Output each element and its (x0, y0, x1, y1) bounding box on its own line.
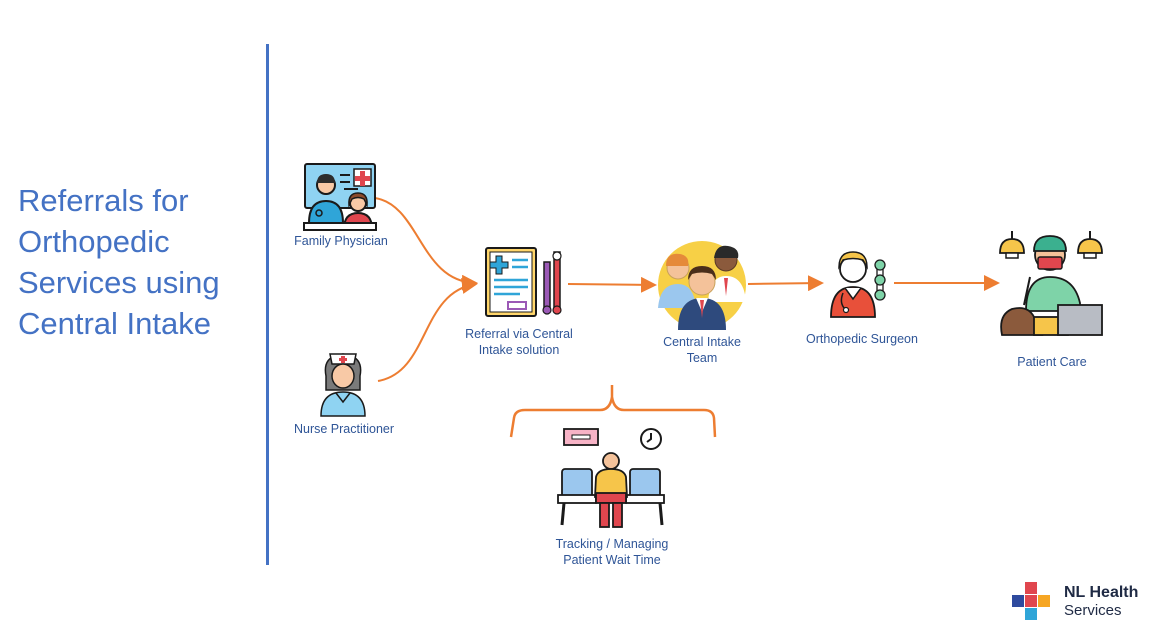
arrow-nurse-to-referral (377, 278, 478, 382)
nl-health-services-logo: NL Health Services (1008, 580, 1148, 624)
title-line-2: Orthopedic (18, 224, 170, 259)
tracking-label: Tracking / Managing Patient Wait Time (540, 536, 684, 568)
arrow-intake-to-surgeon (747, 275, 824, 292)
arrow-physician-to-referral (374, 197, 478, 291)
waiting-room-icon (557, 428, 665, 528)
logo-line-1: NL Health (1064, 584, 1139, 601)
arrow-referral-to-intake (567, 276, 657, 293)
page-title: Referrals for Orthopedic Services using … (18, 180, 258, 344)
central-intake-label-line-2: Team (686, 351, 718, 365)
logo-line-2: Services (1064, 602, 1122, 619)
title-line-1: Referrals for (18, 183, 189, 218)
divider-line (266, 44, 269, 565)
orthopedic-surgeon-icon (830, 251, 886, 318)
tracking-label-line-2: Patient Wait Time (563, 553, 661, 567)
patient-care-icon (999, 231, 1103, 336)
family-physician-icon (303, 163, 377, 231)
referral-document-icon (485, 247, 562, 317)
referral-label-line-2: Intake solution (478, 343, 560, 357)
referral-label: Referral via Central Intake solution (452, 326, 586, 358)
patient-care-label: Patient Care (1017, 355, 1087, 369)
tracking-brace (509, 385, 717, 438)
central-intake-label-line-1: Central Intake (663, 335, 741, 349)
central-intake-label: Central Intake Team (640, 334, 764, 366)
referral-label-line-1: Referral via Central (465, 327, 573, 341)
central-intake-team-icon (658, 241, 746, 330)
title-line-3: Services using (18, 265, 220, 300)
family-physician-label: Family Physician (294, 234, 388, 248)
nurse-practitioner-label: Nurse Practitioner (293, 422, 395, 436)
orthopedic-surgeon-label: Orthopedic Surgeon (806, 332, 918, 346)
logo-cross-icon (1012, 582, 1050, 620)
logo-text: NL Health Services (1064, 584, 1138, 620)
nurse-practitioner-icon (320, 353, 366, 417)
tracking-label-line-1: Tracking / Managing (555, 537, 669, 551)
title-line-4: Central Intake (18, 306, 211, 341)
